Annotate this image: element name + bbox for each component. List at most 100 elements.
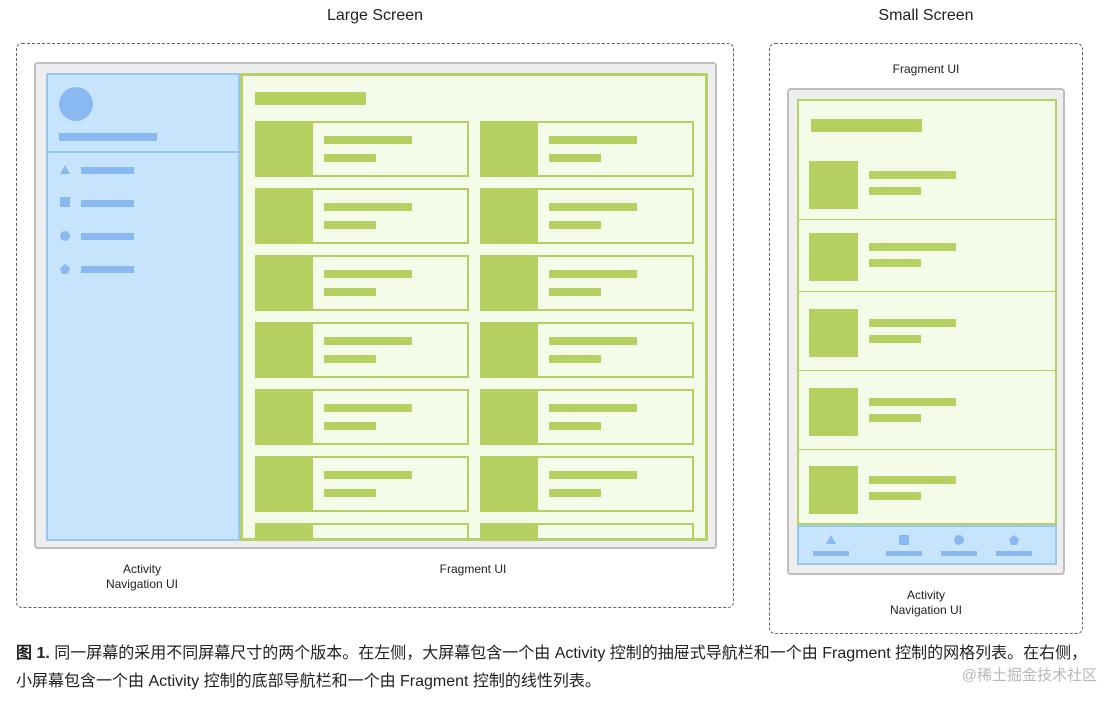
card-subtitle-bar bbox=[324, 288, 376, 296]
grid-card bbox=[255, 322, 469, 378]
drawer-item-bar bbox=[81, 233, 134, 240]
card-thumbnail bbox=[482, 123, 538, 175]
card-thumbnail bbox=[482, 458, 538, 510]
grid-card bbox=[255, 255, 469, 311]
drawer-divider bbox=[48, 151, 238, 153]
card-thumbnail bbox=[257, 458, 313, 510]
small-activity-label-line2: Navigation UI bbox=[889, 603, 963, 617]
card-thumbnail bbox=[482, 257, 538, 309]
list-subtitle-bar bbox=[869, 335, 921, 343]
list-title-bar bbox=[869, 171, 956, 179]
card-title-bar bbox=[324, 203, 412, 211]
card-thumbnail bbox=[257, 391, 313, 443]
list-thumbnail bbox=[809, 309, 858, 357]
drawer-item-bar bbox=[81, 266, 134, 273]
list-subtitle-bar bbox=[869, 187, 921, 195]
triangle-icon bbox=[826, 535, 836, 544]
triangle-icon bbox=[60, 165, 70, 174]
bottom-navigation bbox=[797, 525, 1057, 565]
list-title-bar bbox=[869, 243, 956, 251]
card-title-bar bbox=[549, 270, 637, 278]
card-title-bar bbox=[549, 203, 637, 211]
card-title-bar bbox=[549, 404, 637, 412]
card-title-bar bbox=[549, 471, 637, 479]
fragment-list-pane bbox=[797, 99, 1057, 525]
grid-card bbox=[480, 322, 694, 378]
large-activity-label: Activity Navigation UI bbox=[82, 562, 202, 592]
list-subtitle-bar bbox=[869, 492, 921, 500]
card-thumbnail bbox=[257, 123, 313, 175]
list-divider bbox=[799, 219, 1055, 220]
card-subtitle-bar bbox=[324, 355, 376, 363]
bottom-nav-item-bar bbox=[813, 551, 849, 556]
large-screen-frame bbox=[16, 43, 734, 608]
avatar bbox=[59, 87, 93, 121]
list-item bbox=[799, 147, 1055, 219]
list-title-bar bbox=[869, 319, 956, 327]
square-icon bbox=[899, 535, 909, 545]
small-screen-heading: Small Screen bbox=[878, 7, 974, 24]
card-subtitle-bar bbox=[324, 422, 376, 430]
grid-card bbox=[480, 523, 694, 541]
figure-caption: 图 1. 同一屏幕的采用不同屏幕尺寸的两个版本。在左侧，大屏幕包含一个由 Act… bbox=[16, 640, 1091, 696]
grid-card bbox=[480, 456, 694, 512]
bottom-nav-item-bar bbox=[996, 551, 1032, 556]
caption-text: 同一屏幕的采用不同屏幕尺寸的两个版本。在左侧，大屏幕包含一个由 Activity… bbox=[16, 645, 1088, 690]
small-screen-frame bbox=[769, 43, 1083, 634]
card-thumbnail bbox=[257, 190, 313, 242]
bottom-nav-item-bar bbox=[886, 551, 922, 556]
list-item bbox=[799, 449, 1055, 523]
circle-icon bbox=[954, 535, 964, 545]
list-thumbnail bbox=[809, 233, 858, 281]
navigation-drawer bbox=[46, 73, 240, 541]
large-device bbox=[34, 62, 717, 549]
grid-card bbox=[255, 188, 469, 244]
fragment-grid-pane bbox=[240, 73, 708, 541]
list-subtitle-bar bbox=[869, 414, 921, 422]
large-screen-heading: Large Screen bbox=[326, 7, 424, 24]
card-title-bar bbox=[324, 471, 412, 479]
list-thumbnail bbox=[809, 388, 858, 436]
list-item bbox=[799, 219, 1055, 291]
card-subtitle-bar bbox=[324, 221, 376, 229]
grid-card bbox=[255, 456, 469, 512]
small-activity-label: Activity Navigation UI bbox=[866, 588, 986, 618]
card-title-bar bbox=[324, 136, 412, 144]
card-title-bar bbox=[549, 136, 637, 144]
list-thumbnail bbox=[809, 161, 858, 209]
card-thumbnail bbox=[482, 525, 538, 538]
square-icon bbox=[60, 197, 70, 207]
card-subtitle-bar bbox=[549, 288, 601, 296]
grid-card bbox=[480, 389, 694, 445]
grid-card bbox=[480, 255, 694, 311]
card-thumbnail bbox=[257, 324, 313, 376]
list-title-bar bbox=[869, 398, 956, 406]
card-title-bar bbox=[324, 270, 412, 278]
grid-card bbox=[255, 389, 469, 445]
circle-icon bbox=[60, 231, 70, 241]
figure-number: 图 1. bbox=[16, 645, 50, 662]
small-activity-label-line1: Activity bbox=[906, 588, 945, 602]
list-divider bbox=[799, 449, 1055, 450]
card-thumbnail bbox=[482, 391, 538, 443]
bottom-nav-item-bar bbox=[941, 551, 977, 556]
card-subtitle-bar bbox=[324, 489, 376, 497]
large-activity-label-line1: Activity bbox=[122, 562, 161, 576]
card-title-bar bbox=[324, 538, 412, 541]
list-divider bbox=[799, 370, 1055, 371]
card-title-bar bbox=[324, 404, 412, 412]
card-subtitle-bar bbox=[549, 489, 601, 497]
card-subtitle-bar bbox=[549, 154, 601, 162]
drawer-item-bar bbox=[81, 200, 134, 207]
grid-title-bar bbox=[255, 92, 366, 105]
large-fragment-label: Fragment UI bbox=[439, 562, 507, 576]
list-subtitle-bar bbox=[869, 259, 921, 267]
list-item bbox=[799, 370, 1055, 449]
card-thumbnail bbox=[257, 257, 313, 309]
grid-card bbox=[255, 121, 469, 177]
grid-card bbox=[480, 121, 694, 177]
card-title-bar bbox=[549, 538, 637, 541]
grid-card bbox=[255, 523, 469, 541]
list-divider bbox=[799, 291, 1055, 292]
pentagon-icon bbox=[1009, 535, 1019, 545]
